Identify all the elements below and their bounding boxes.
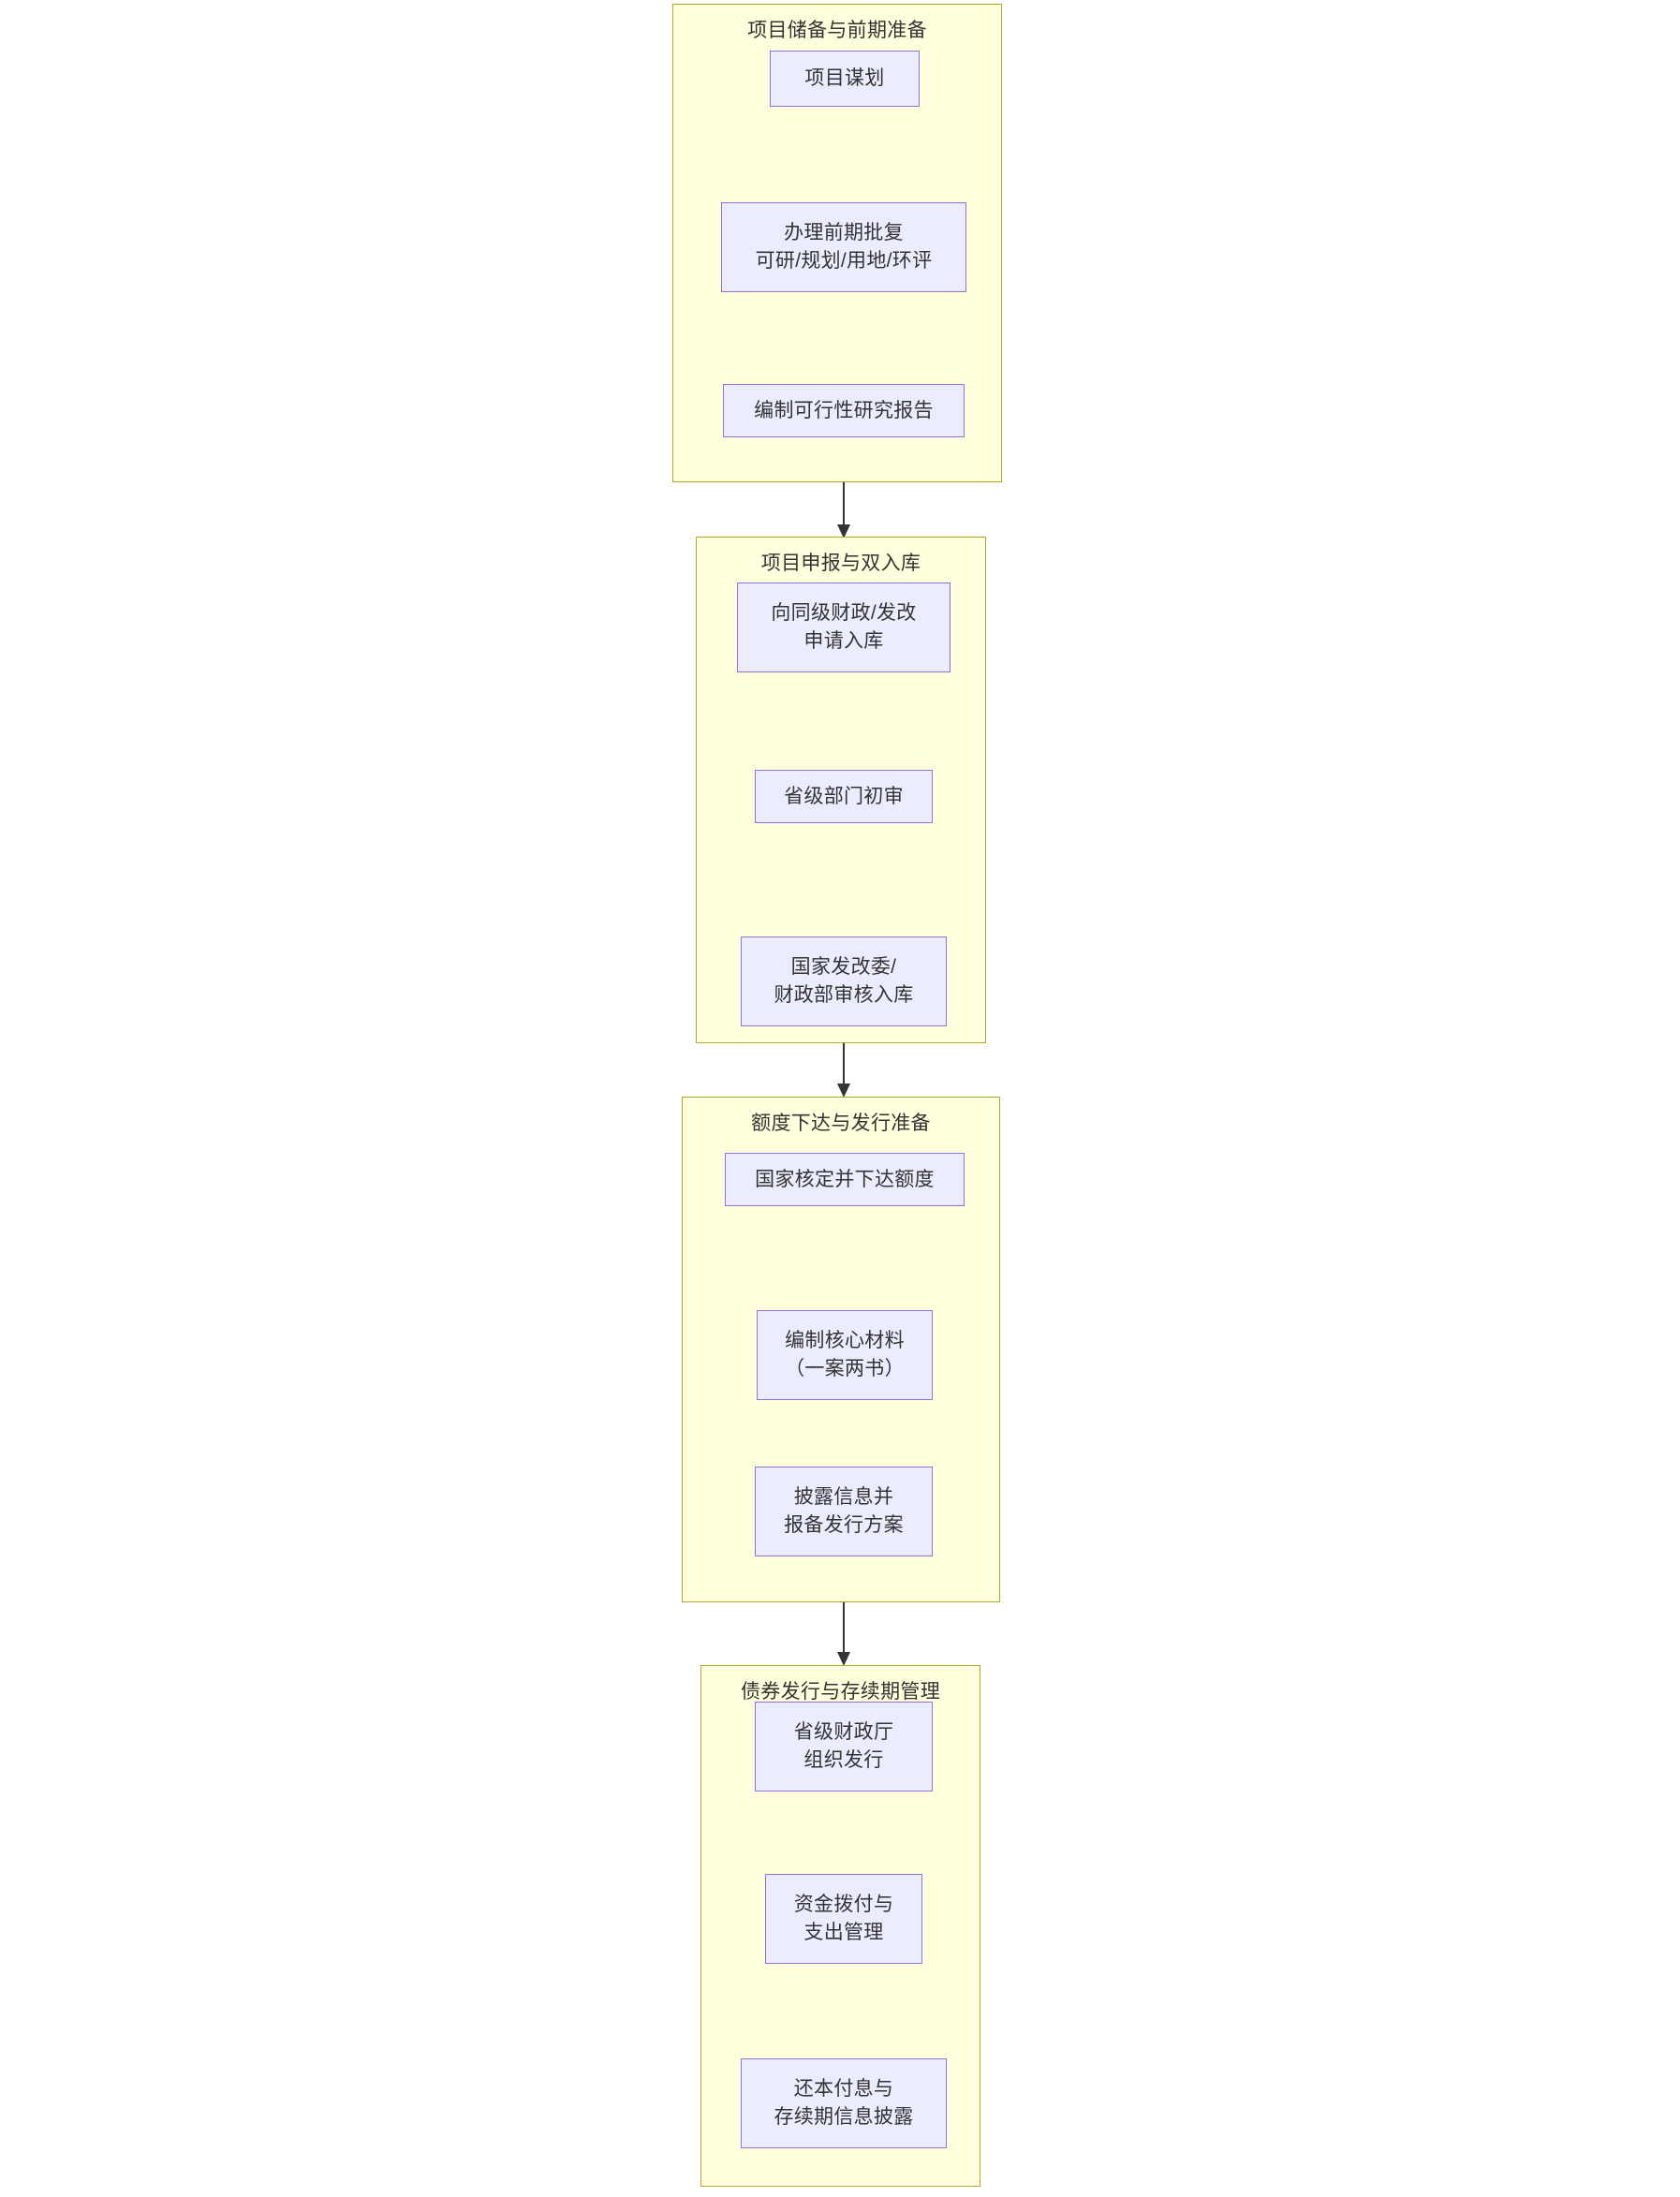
node-label: 资金拨付与 支出管理 <box>793 1894 894 1943</box>
cluster-title-4: 债券发行与存续期管理 <box>741 1681 940 1703</box>
node-feasibility-report[interactable]: 编制可行性研究报告 <box>723 384 965 437</box>
node-project-planning[interactable]: 项目谋划 <box>770 51 920 107</box>
node-core-materials[interactable]: 编制核心材料 （一案两书） <box>757 1310 933 1400</box>
node-fund-disbursement[interactable]: 资金拨付与 支出管理 <box>765 1874 922 1964</box>
node-disclose-and-file-plan[interactable]: 披露信息并 报备发行方案 <box>755 1467 933 1556</box>
node-provincial-dept-issuance[interactable]: 省级财政厅 组织发行 <box>755 1702 933 1792</box>
node-repayment-disclosure[interactable]: 还本付息与 存续期信息披露 <box>741 2058 947 2148</box>
cluster-title-3: 额度下达与发行准备 <box>751 1113 931 1134</box>
node-label: 向同级财政/发改 申请入库 <box>771 602 917 652</box>
node-national-review-entry[interactable]: 国家发改委/ 财政部审核入库 <box>741 936 947 1026</box>
node-label: 披露信息并 报备发行方案 <box>784 1486 904 1536</box>
node-label: 项目谋划 <box>804 67 885 90</box>
node-label: 编制可行性研究报告 <box>754 399 934 421</box>
node-provincial-first-review[interactable]: 省级部门初审 <box>755 770 933 823</box>
node-label: 省级部门初审 <box>784 785 904 807</box>
node-label: 省级财政厅 组织发行 <box>793 1721 894 1771</box>
node-apply-to-finance-ndrc[interactable]: 向同级财政/发改 申请入库 <box>737 582 951 672</box>
node-preliminary-approval[interactable]: 办理前期批复 可研/规划/用地/环评 <box>721 202 966 292</box>
node-label: 国家核定并下达额度 <box>755 1168 935 1190</box>
cluster-title-2: 项目申报与双入库 <box>760 553 921 574</box>
node-national-quota-allocation[interactable]: 国家核定并下达额度 <box>725 1153 965 1206</box>
node-label: 编制核心材料 （一案两书） <box>785 1330 905 1379</box>
node-label: 还本付息与 存续期信息披露 <box>774 2078 914 2128</box>
node-label: 国家发改委/ 财政部审核入库 <box>774 956 914 1006</box>
cluster-title-1: 项目储备与前期准备 <box>747 20 927 41</box>
node-label: 办理前期批复 可研/规划/用地/环评 <box>755 222 933 272</box>
